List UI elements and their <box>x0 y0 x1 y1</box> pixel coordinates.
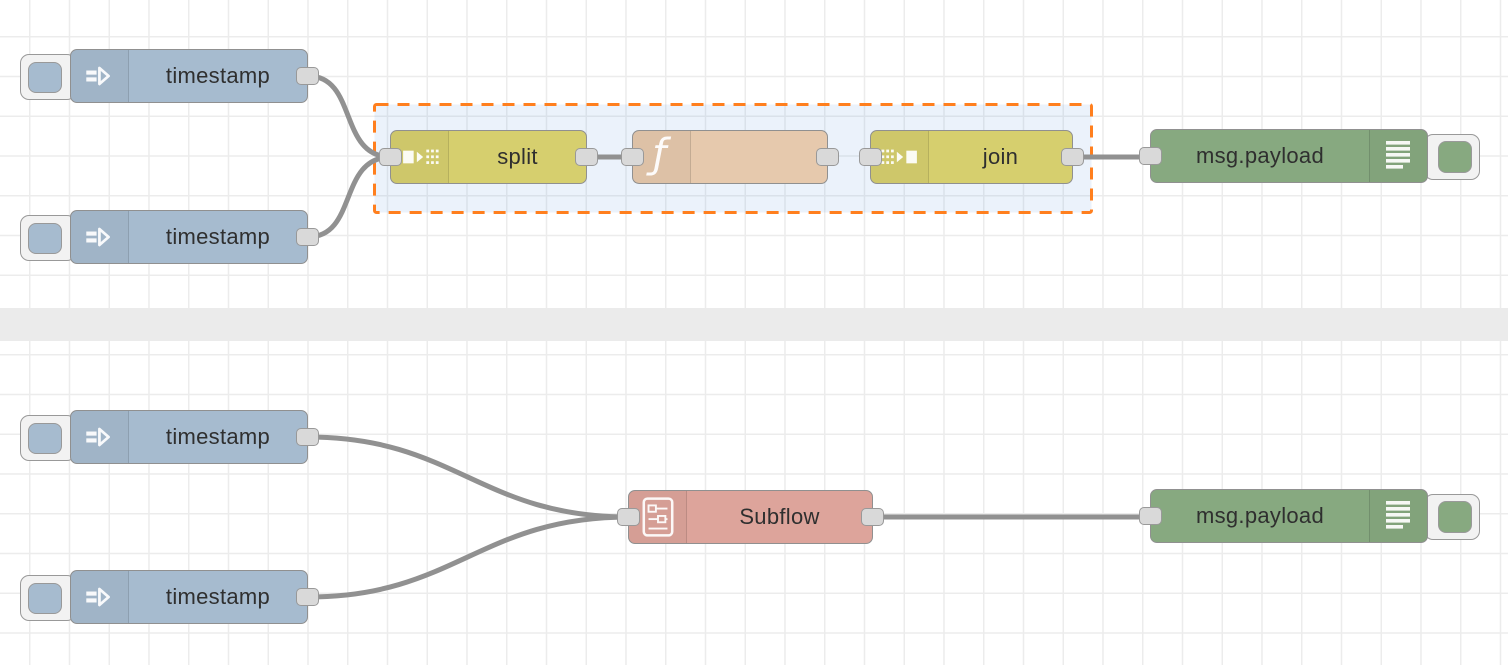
output-port[interactable] <box>861 508 884 526</box>
inject-button[interactable] <box>20 54 76 100</box>
node-inject-timestamp[interactable]: timestamp <box>70 570 319 624</box>
split-icon-region <box>391 131 449 183</box>
node-label: msg.payload <box>1195 503 1325 528</box>
wire-inject2-split[interactable] <box>305 154 394 240</box>
subflow-diagram-icon <box>642 497 673 537</box>
output-port[interactable] <box>296 428 319 446</box>
node-label: timestamp <box>165 424 271 449</box>
split-icon <box>402 149 439 164</box>
inject-button[interactable] <box>20 575 76 621</box>
inject-button[interactable] <box>20 215 76 261</box>
function-icon: ƒ <box>652 131 667 177</box>
output-port[interactable] <box>575 148 598 166</box>
inject-icon-region <box>71 411 129 463</box>
inject-button-pad[interactable] <box>28 62 62 93</box>
inject-arrow-icon <box>85 587 110 607</box>
inject-button[interactable] <box>20 415 76 461</box>
output-port[interactable] <box>296 588 319 606</box>
debug-list-icon <box>1385 141 1410 169</box>
inject-icon-region <box>71 571 129 623</box>
join-icon-region <box>871 131 929 183</box>
node-debug-msg-payload[interactable]: msg.payload <box>1139 489 1428 543</box>
output-port[interactable] <box>1061 148 1084 166</box>
node-label: msg.payload <box>1195 143 1325 168</box>
node-label <box>691 131 827 183</box>
node-function[interactable]: ƒ <box>621 130 839 184</box>
inject-button-pad[interactable] <box>28 583 62 614</box>
wire-inject1-split[interactable] <box>305 73 394 160</box>
wire-inject3-subflow[interactable] <box>305 434 632 520</box>
input-port[interactable] <box>1139 507 1162 525</box>
section-divider <box>0 308 1508 341</box>
node-label: Subflow <box>739 504 820 529</box>
node-label: timestamp <box>165 63 271 88</box>
debug-toggle-button[interactable] <box>1424 134 1480 180</box>
debug-toggle-pad[interactable] <box>1438 501 1472 533</box>
debug-list-icon <box>1385 501 1410 529</box>
input-port[interactable] <box>1139 147 1162 165</box>
input-port[interactable] <box>379 148 402 166</box>
input-port[interactable] <box>621 148 644 166</box>
function-icon-region: ƒ <box>633 131 691 183</box>
inject-button-pad[interactable] <box>28 423 62 454</box>
inject-icon-region <box>71 50 129 102</box>
debug-toggle-pad[interactable] <box>1438 141 1472 173</box>
input-port[interactable] <box>859 148 882 166</box>
inject-button-pad[interactable] <box>28 223 62 254</box>
input-port[interactable] <box>617 508 640 526</box>
node-label: split <box>497 144 538 169</box>
debug-icon-region <box>1369 130 1427 182</box>
output-port[interactable] <box>296 228 319 246</box>
node-join[interactable]: join <box>859 130 1084 184</box>
subflow-icon-region <box>629 491 687 543</box>
join-icon <box>881 149 917 164</box>
inject-arrow-icon <box>85 427 110 447</box>
node-inject-timestamp[interactable]: timestamp <box>70 210 319 264</box>
wire-inject4-subflow[interactable] <box>305 514 632 600</box>
output-port[interactable] <box>296 67 319 85</box>
inject-icon-region <box>71 211 129 263</box>
node-subflow[interactable]: Subflow <box>617 490 884 544</box>
node-inject-timestamp[interactable]: timestamp <box>70 410 319 464</box>
node-label: timestamp <box>165 224 271 249</box>
node-inject-timestamp[interactable]: timestamp <box>70 49 319 103</box>
inject-arrow-icon <box>85 227 110 247</box>
inject-arrow-icon <box>85 66 110 86</box>
debug-toggle-button[interactable] <box>1424 494 1480 540</box>
node-debug-msg-payload[interactable]: msg.payload <box>1139 129 1428 183</box>
node-label: join <box>982 144 1019 169</box>
node-label: timestamp <box>165 584 271 609</box>
debug-icon-region <box>1369 490 1427 542</box>
node-split[interactable]: split <box>379 130 598 184</box>
output-port[interactable] <box>816 148 839 166</box>
